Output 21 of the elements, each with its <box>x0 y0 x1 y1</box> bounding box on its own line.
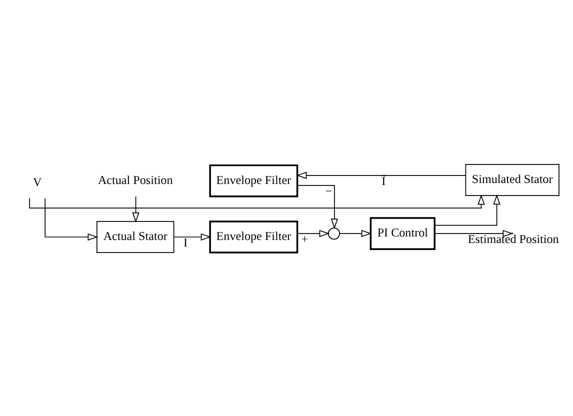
arrow <box>296 171 466 179</box>
node-box: Actual Stator <box>96 220 174 252</box>
arrow <box>174 232 212 240</box>
node-box: Simulated Stator <box>465 164 560 196</box>
node-box: PI Control <box>370 216 436 250</box>
arrow <box>296 229 330 237</box>
edge-label: − <box>325 184 332 198</box>
arrow <box>29 194 485 208</box>
arrow <box>132 196 140 222</box>
arrow <box>339 229 372 237</box>
edge-label: I <box>184 235 188 250</box>
node-text: Actual Position <box>98 172 173 187</box>
node-circle <box>328 227 340 240</box>
node-text: V <box>32 174 42 188</box>
edge-label: Estimated Position <box>468 232 559 246</box>
node-box: Envelope Filter <box>209 164 298 197</box>
edge-label: + <box>301 232 308 246</box>
arrow <box>434 194 500 226</box>
node-box: Envelope Filter <box>209 220 298 253</box>
arrow <box>44 197 98 240</box>
arrow <box>296 184 338 228</box>
